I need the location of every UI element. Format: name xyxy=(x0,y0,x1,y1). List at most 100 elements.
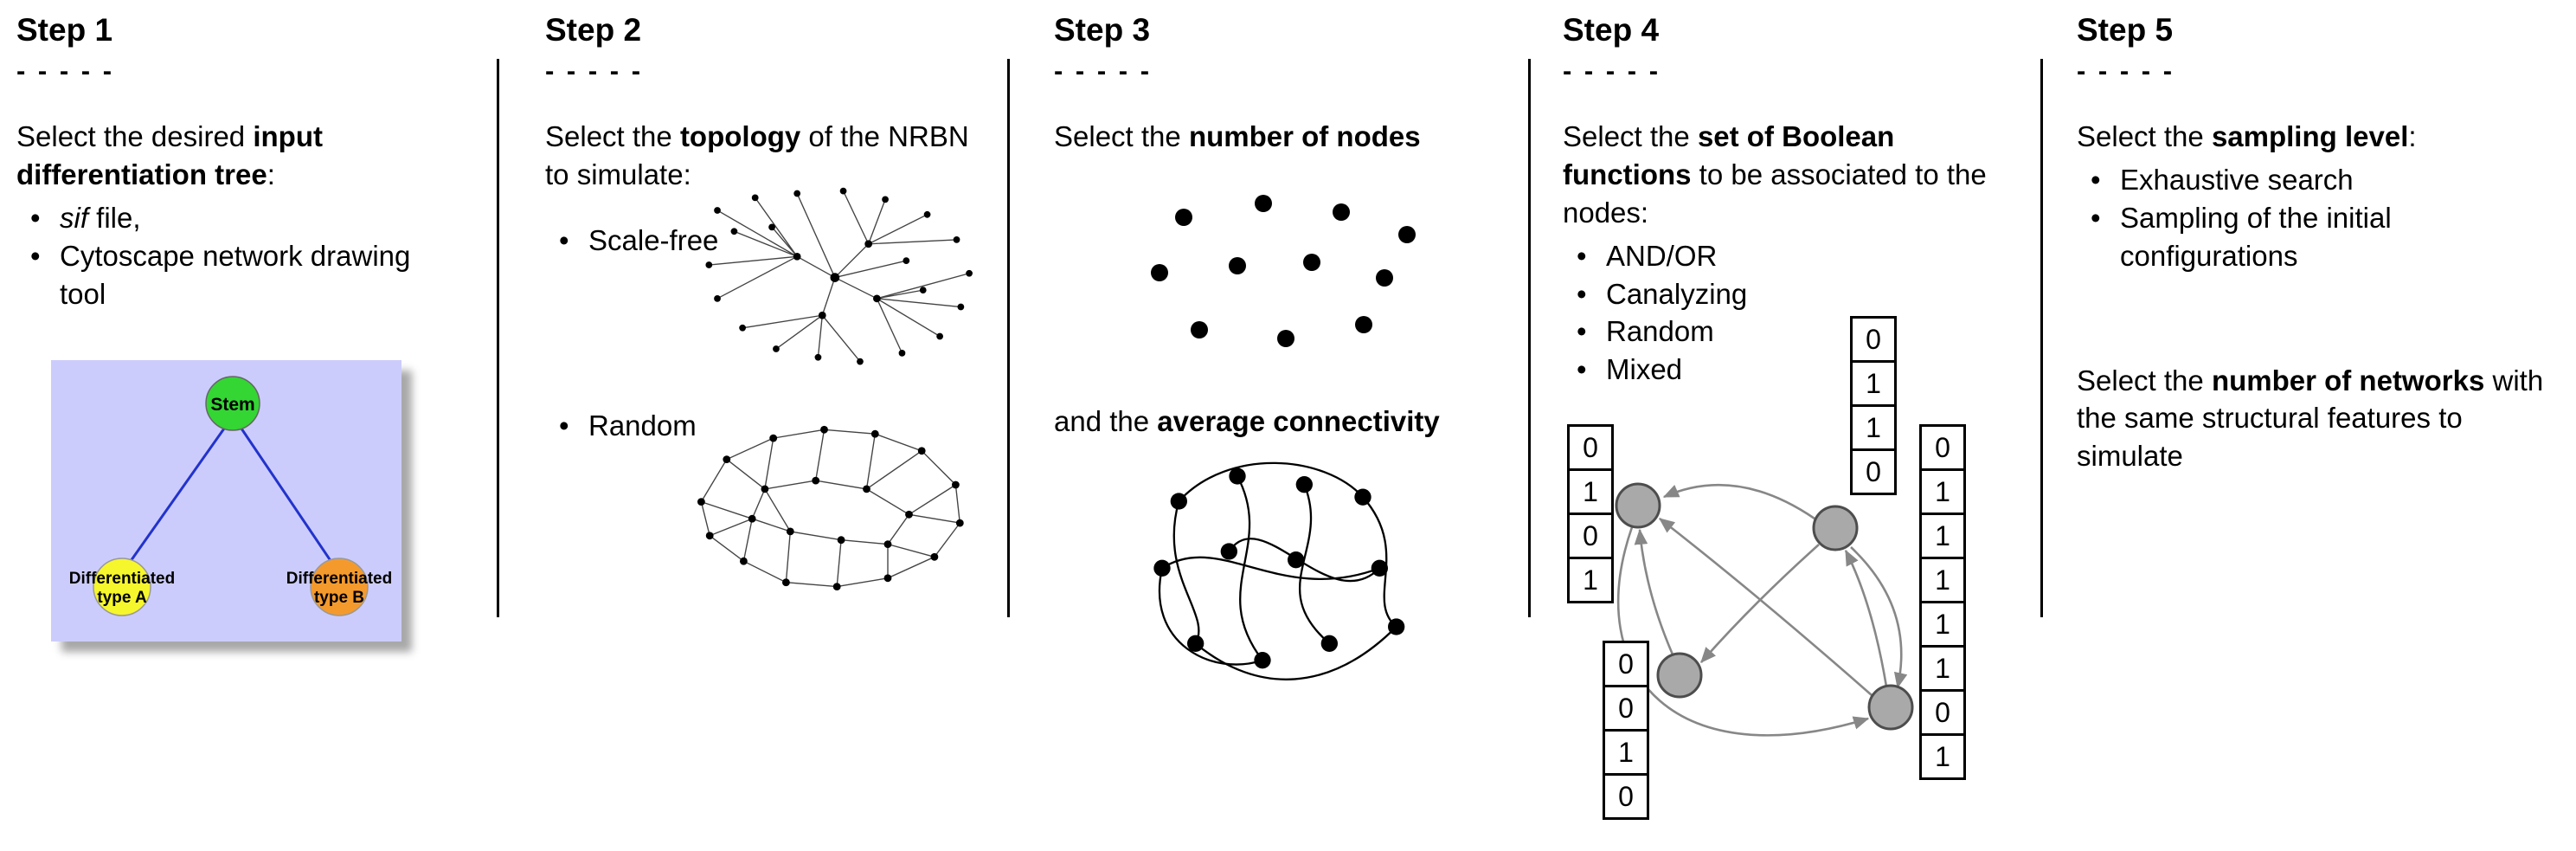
diff-type-b-node xyxy=(310,558,369,617)
intro-segment: Select the xyxy=(2077,120,2212,152)
bullet-text: sif file, xyxy=(60,199,141,237)
intro-segment-bold: average connectivity xyxy=(1157,404,1440,437)
intro-segment-bold: number of networks xyxy=(2211,364,2485,396)
truth-table-cell: 1 xyxy=(1919,733,1966,780)
truth-table-cell: 0 xyxy=(1919,689,1966,736)
step5-title: Step 5 xyxy=(2077,12,2174,48)
bullet-icon: • xyxy=(30,239,41,272)
step1-intro: Select the desired input differentiation… xyxy=(16,118,466,194)
bullet-icon: • xyxy=(559,409,569,442)
differentiation-tree-svg: Stem Differentiated type A Differentiate… xyxy=(51,360,401,642)
list-item: • AND/OR xyxy=(1563,237,2030,275)
intro-segment-bold: topology xyxy=(679,120,801,152)
bullet-icon: • xyxy=(1577,315,1587,348)
step4-bullet-list: • AND/OR • Canalyzing • Random • Mixed xyxy=(1563,237,2030,390)
diff-type-a-label-line1: Differentiated xyxy=(69,570,175,588)
step5-dashes: - - - - - xyxy=(2077,55,2175,86)
step4-column: Step 4 - - - - - Select the set of Boole… xyxy=(1563,12,2030,820)
bullet-text: Exhaustive search xyxy=(2120,163,2354,196)
tree-edge xyxy=(123,428,226,571)
connectivity-graphic xyxy=(1153,461,1405,680)
intro-segment-bold: input differentiation tree xyxy=(16,120,323,190)
column-divider xyxy=(497,59,499,617)
list-item: • Exhaustive search xyxy=(2077,161,2566,199)
truth-table-cell: 0 xyxy=(1603,773,1649,820)
bullet-icon: • xyxy=(1577,353,1587,386)
step5-second-text: Select the number of networks with the s… xyxy=(2077,362,2544,476)
bullet-icon: • xyxy=(2091,163,2101,196)
truth-table-cell: 0 xyxy=(1567,513,1614,559)
intro-segment: of the NRBN to simulate: xyxy=(545,120,969,190)
column-divider xyxy=(1528,59,1531,617)
step5-column: Step 5 - - - - - Select the sampling lev… xyxy=(2077,12,2566,475)
boolean-node xyxy=(1615,482,1661,529)
truth-table-cell: 1 xyxy=(1919,513,1966,559)
random-inner-edges xyxy=(751,480,910,545)
step3-title: Step 3 xyxy=(1054,12,1151,48)
intro-segment-bold: set of Boolean functions xyxy=(1563,120,1895,190)
boolean-network-svg xyxy=(1615,482,1914,737)
scale-free-nodes xyxy=(705,187,973,365)
intro-segment: Select the xyxy=(1054,120,1189,152)
list-item: • Cytoscape network drawing tool xyxy=(16,237,414,313)
bullet-icon: • xyxy=(30,201,41,234)
truth-table-cell: 1 xyxy=(1567,557,1614,603)
diff-type-b-label-line2: type B xyxy=(314,589,364,607)
list-item: • Canalyzing xyxy=(1563,275,2030,313)
list-item: • Scale-free xyxy=(545,203,995,260)
step4-title: Step 4 xyxy=(1563,12,1660,48)
list-item: • sif file, xyxy=(16,199,414,237)
boolean-node xyxy=(1867,684,1914,731)
step4-dashes: - - - - - xyxy=(1563,55,1661,86)
truth-table-cell: 1 xyxy=(1567,468,1614,515)
bullet-text: Cytoscape network drawing tool xyxy=(60,239,411,310)
column-divider xyxy=(2040,59,2043,617)
intro-segment-bold: number of nodes xyxy=(1188,120,1421,152)
truth-table-cell: 0 xyxy=(1850,316,1897,363)
step4-intro: Select the set of Boolean functions to b… xyxy=(1563,118,2030,232)
truth-table-cell: 0 xyxy=(1919,424,1966,471)
truth-table-cell: 1 xyxy=(1919,645,1966,692)
bullet-text: Sampling of the initial configurations xyxy=(2120,201,2392,272)
truth-table-cell: 0 xyxy=(1850,448,1897,495)
bullet-icon: • xyxy=(1577,239,1587,272)
step3-column: Step 3 - - - - - Select the number of no… xyxy=(1054,12,1521,702)
diff-type-a-label-line2: type A xyxy=(97,589,147,607)
scale-free-network-graphic xyxy=(705,187,973,365)
step2-dashes: - - - - - xyxy=(545,55,644,86)
truth-table-cell: 0 xyxy=(1567,424,1614,471)
scale-free-edges xyxy=(709,190,970,362)
bullet-text: Random xyxy=(1606,315,1714,348)
random-network-graphic xyxy=(697,425,964,590)
intro-segment-bold: sampling level xyxy=(2211,120,2409,152)
bullet-text: AND/OR xyxy=(1606,239,1718,272)
truth-table-cell: 1 xyxy=(1850,360,1897,407)
random-nodes xyxy=(697,425,964,590)
intro-segment: to be associated to the nodes: xyxy=(1563,158,1987,229)
step5-intro: Select the sampling level: xyxy=(2077,118,2566,156)
list-item: • Sampling of the initial configurations xyxy=(2077,199,2566,275)
intro-segment: : xyxy=(2408,120,2417,152)
bullet-icon: • xyxy=(1577,277,1587,310)
bullet-text: Random xyxy=(588,409,697,442)
intro-segment: Select the xyxy=(2077,364,2212,396)
tree-edge xyxy=(240,428,338,571)
bullet-italic-segment: sif xyxy=(60,201,88,234)
bullet-segment: file, xyxy=(88,201,141,234)
boolean-network-nodes xyxy=(1615,482,1914,731)
list-item: • Random xyxy=(545,407,995,445)
bullet-icon: • xyxy=(2091,201,2101,234)
bullet-text: Scale-free xyxy=(588,223,719,256)
step1-title: Step 1 xyxy=(16,12,113,48)
scatter-dots xyxy=(1151,194,1416,347)
bullet-text: Canalyzing xyxy=(1606,277,1748,310)
boolean-node xyxy=(1812,505,1859,551)
intro-segment: and the xyxy=(1054,404,1158,437)
step2-intro: Select the topology of the NRBN to simul… xyxy=(545,118,995,194)
stem-node-label: Stem xyxy=(210,395,254,415)
truth-table-cell: 0 xyxy=(1603,685,1649,732)
